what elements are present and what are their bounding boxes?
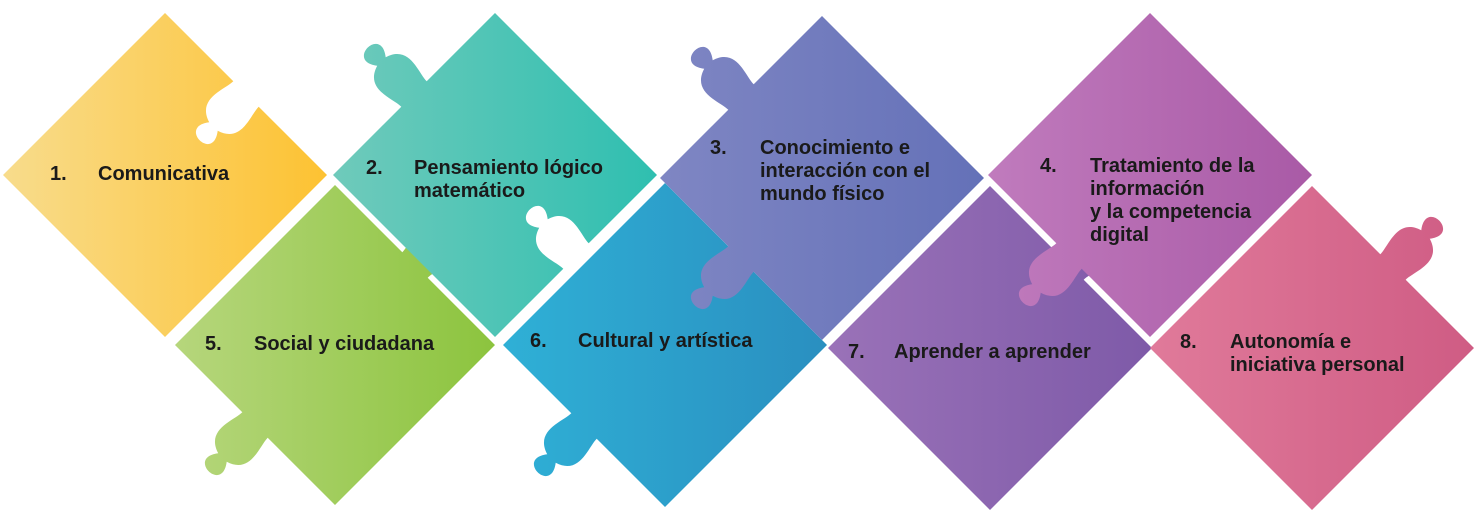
puzzle-piece-5: 5. Social y ciudadana bbox=[175, 185, 495, 505]
piece-7-number: 7. bbox=[848, 341, 865, 363]
piece-3-label-line: interacción con el bbox=[760, 160, 930, 182]
piece-3-number: 3. bbox=[710, 137, 727, 159]
piece-2-number: 2. bbox=[366, 157, 383, 179]
piece-6-label: Cultural y artística bbox=[578, 330, 753, 352]
piece-5-shape bbox=[175, 185, 495, 505]
piece-2-label-line: matemático bbox=[414, 180, 525, 202]
piece-3-label-line: mundo físico bbox=[760, 183, 884, 205]
piece-6-number: 6. bbox=[530, 330, 547, 352]
piece-1-label-line: Comunicativa bbox=[98, 163, 230, 185]
piece-5-label-line: Social y ciudadana bbox=[254, 333, 435, 355]
piece-4-shape bbox=[988, 13, 1312, 337]
piece-8-number: 8. bbox=[1180, 331, 1197, 353]
piece-1-label: Comunicativa bbox=[98, 163, 230, 185]
puzzle-piece-1: 1. Comunicativa bbox=[3, 13, 327, 337]
piece-5-number: 5. bbox=[205, 333, 222, 355]
piece-1-number: 1. bbox=[50, 163, 67, 185]
piece-8-shape bbox=[1150, 186, 1474, 510]
piece-4-number: 4. bbox=[1040, 155, 1057, 177]
piece-7-label: Aprender a aprender bbox=[894, 341, 1091, 363]
piece-2-label-line: Pensamiento lógico bbox=[414, 157, 603, 179]
piece-4-label-line: información bbox=[1090, 178, 1204, 200]
piece-4-label-line: y la competencia bbox=[1090, 201, 1252, 223]
piece-8-label-line: Autonomía e bbox=[1230, 331, 1351, 353]
piece-5-label: Social y ciudadana bbox=[254, 333, 435, 355]
piece-2-shape bbox=[333, 13, 657, 337]
piece-7-label-line: Aprender a aprender bbox=[894, 341, 1091, 363]
piece-3-shape bbox=[660, 16, 984, 340]
piece-3-label-line: Conocimiento e bbox=[760, 137, 910, 159]
piece-6-label-line: Cultural y artística bbox=[578, 330, 753, 352]
piece-8-label-line: iniciativa personal bbox=[1230, 354, 1405, 376]
piece-1-shape bbox=[3, 13, 327, 337]
piece-4-label-line: Tratamiento de la bbox=[1090, 155, 1255, 177]
piece-4-label-line: digital bbox=[1090, 224, 1149, 246]
